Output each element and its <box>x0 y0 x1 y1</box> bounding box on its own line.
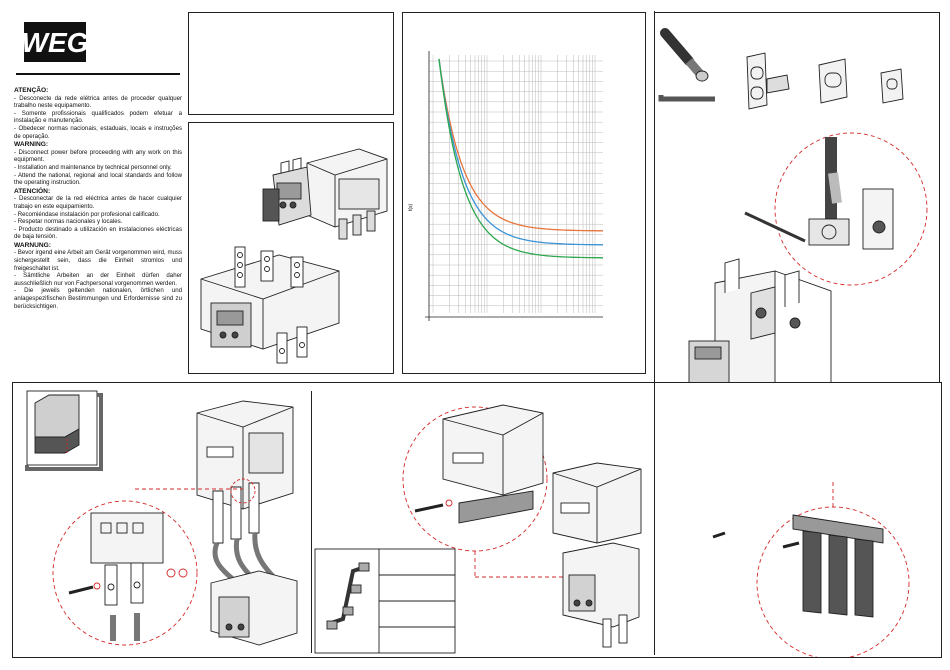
trip-curve-panel: t(s) <box>402 12 646 374</box>
right-busbar-callout <box>712 479 910 657</box>
trip-curve-3 <box>438 58 603 259</box>
bolt-callout <box>52 488 243 646</box>
lower-assembly <box>200 246 340 364</box>
blank-label-panel <box>188 12 394 115</box>
safety-heading-en: WARNING: <box>14 141 49 149</box>
large-contactor <box>688 258 832 384</box>
relay-contactor-illustration <box>200 148 388 364</box>
safety-line: - Desconecte da rede elétrica antes de p… <box>14 94 182 110</box>
safety-instructions: ATENÇÃO: - Desconecte da rede elétrica a… <box>14 86 182 310</box>
cable-icon <box>657 15 715 102</box>
terminal-installation-panel <box>654 12 940 384</box>
divider <box>654 11 655 655</box>
cable-callout <box>744 132 928 286</box>
safety-line: - Installation and maintenance by techni… <box>14 163 172 171</box>
safety-line: - Desconectar de la red eléctrica antes … <box>14 195 182 210</box>
upper-assembly <box>262 148 388 240</box>
trip-curve-1 <box>438 58 603 232</box>
safety-line: - Bevor irgend eine Arbeit am Gerät vorg… <box>14 249 182 272</box>
weg-logo: WEG <box>14 14 180 76</box>
safety-line: - Producto destinado a utilización en in… <box>14 225 182 241</box>
right-contactor-pair <box>552 462 642 648</box>
safety-line: - Obedecer normas nacionais, estaduais, … <box>14 124 182 140</box>
contactor-with-cables <box>196 400 298 646</box>
weg-logo-mark: WEG <box>14 14 180 76</box>
safety-line: - Recomiéndase instalación por profesion… <box>14 210 160 218</box>
mounting-instructions-panel <box>12 11 942 658</box>
divider <box>311 391 312 653</box>
terminal-installation-illustration <box>657 15 928 384</box>
terminal-lugs <box>746 52 904 110</box>
trip-curve-2 <box>438 58 603 246</box>
mounting-illustrations <box>25 390 910 657</box>
safety-line: - Disconnect power before proceeding wit… <box>14 148 182 164</box>
trip-curve-chart <box>425 51 603 321</box>
safety-heading-es: ATENCIÓN: <box>14 187 51 195</box>
logo-text: WEG <box>22 27 89 58</box>
safety-heading-pt: ATENÇÃO: <box>14 87 49 94</box>
assembly-illustration-panel <box>188 122 394 374</box>
chart-y-label: t(s) <box>408 203 414 211</box>
busbar-callout <box>402 404 573 578</box>
safety-line: - Sämtliche Arbeiten an der Einheit dürf… <box>14 272 182 287</box>
busbar-kit-table <box>314 548 456 654</box>
safety-line: - Somente profissionais qualificados pod… <box>14 109 182 125</box>
safety-heading-de: WARNUNG: <box>14 241 51 249</box>
cube-icon <box>25 390 103 471</box>
safety-line: - Die jeweils geltenden nationalen, örtl… <box>14 287 182 310</box>
safety-line: - Attend the national, regional and loca… <box>14 171 182 187</box>
safety-line: - Respetar normas nacionales y locales. <box>14 218 123 226</box>
